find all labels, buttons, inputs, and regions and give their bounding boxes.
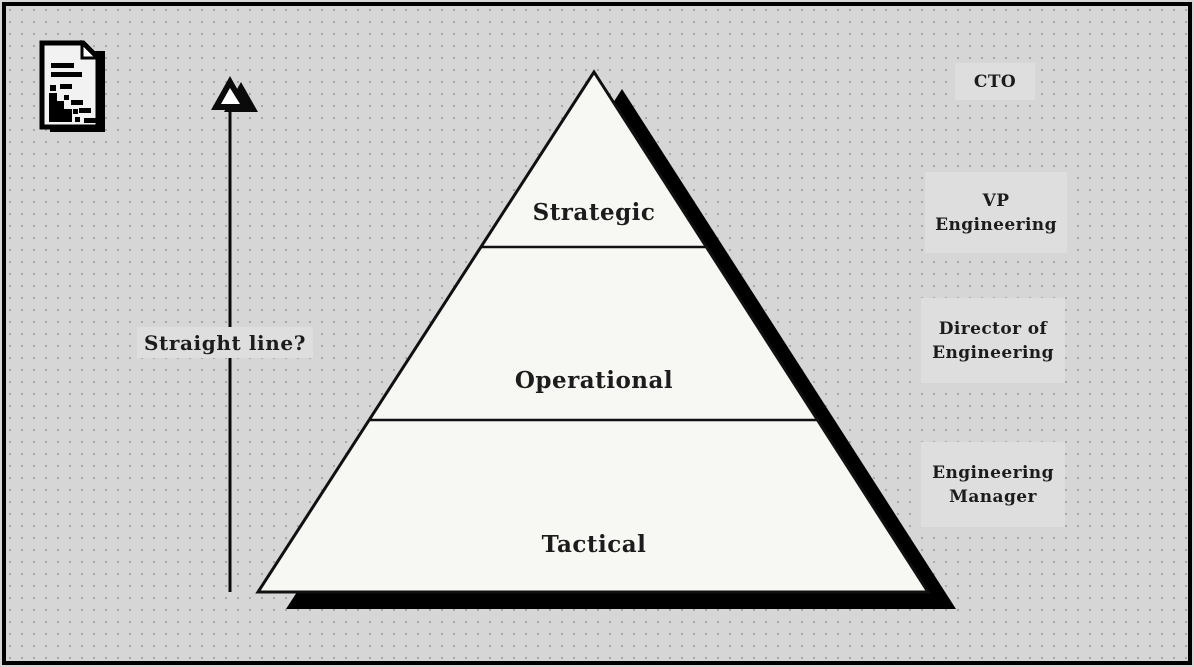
arrow-question-label: Straight line? [137,327,313,358]
pyramid-level-strategic: Strategic [532,198,656,226]
role-label-cto: CTO [955,63,1035,100]
role-label-vp-engineering: VP Engineering [925,172,1067,253]
document-icon [39,40,105,132]
arrowhead-inner [221,88,240,104]
pyramid-level-tactical: Tactical [541,530,647,558]
role-label-engineering-manager: Engineering Manager [921,442,1065,527]
pyramid-level-operational: Operational [514,366,674,394]
pyramid-body [255,69,931,594]
role-label-director-of-engineering: Director of Engineering [921,298,1065,383]
